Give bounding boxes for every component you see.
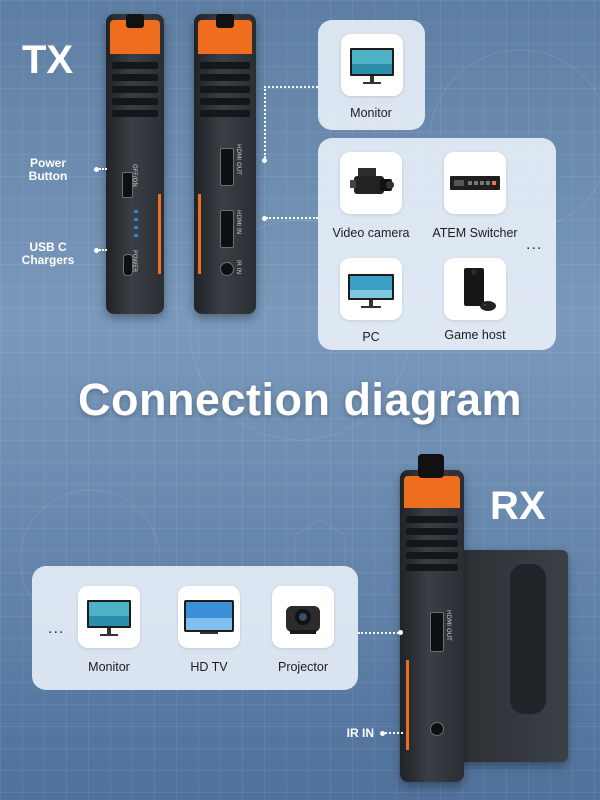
tx-output-monitor-label: Monitor bbox=[350, 106, 392, 120]
rx-stand-slot bbox=[510, 564, 546, 714]
tx-sources-more: ... bbox=[526, 236, 543, 253]
hdmi-out-marking: HDMI OUT bbox=[235, 144, 242, 175]
rx-antenna-cap bbox=[404, 476, 460, 508]
projector-label: Projector bbox=[277, 660, 329, 674]
rx-outputs-panel: ... Monitor HD TV Projector bbox=[32, 566, 358, 690]
diagram-title: Connection diagram bbox=[77, 374, 523, 425]
power-button[interactable] bbox=[122, 172, 133, 198]
hd-tv-tile bbox=[178, 586, 240, 648]
projector-tile bbox=[272, 586, 334, 648]
power-marking: POWER bbox=[131, 250, 138, 273]
usb-c-port[interactable] bbox=[123, 254, 133, 276]
rx-stand bbox=[456, 550, 568, 762]
tx-output-panel: Monitor bbox=[318, 20, 425, 130]
game-console-icon bbox=[464, 268, 496, 311]
usb-c-label: USB C Chargers bbox=[21, 240, 75, 267]
tx-sources-panel: Video camera ATEM Switcher ... PC bbox=[318, 138, 556, 350]
tx-device-right: HDMI OUT HDMI IN IR IN bbox=[194, 14, 256, 314]
atem-switcher-label: ATEM Switcher bbox=[432, 226, 518, 240]
hdmi-out-port[interactable] bbox=[220, 148, 234, 186]
pc-monitor-icon bbox=[348, 274, 394, 308]
hdmi-in-port[interactable] bbox=[220, 210, 234, 248]
rx-label: RX bbox=[490, 484, 546, 528]
antenna bbox=[216, 14, 234, 28]
hd-tv-icon bbox=[184, 600, 234, 634]
power-button-label: Power Button bbox=[28, 156, 68, 183]
atem-switcher-icon bbox=[450, 176, 500, 190]
rx-hdmi-out-port[interactable] bbox=[430, 612, 444, 652]
video-camera-icon bbox=[350, 168, 394, 194]
rx-device: HDMI OUT bbox=[400, 470, 464, 782]
hd-tv-label: HD TV bbox=[190, 660, 228, 674]
game-host-tile bbox=[444, 258, 506, 320]
ir-in-marking: IR IN bbox=[235, 260, 242, 275]
tx-device-left: OFF/ON POWER bbox=[106, 14, 164, 314]
pc-tile bbox=[340, 258, 402, 320]
tx-label: TX bbox=[22, 38, 74, 82]
rx-monitor-tile bbox=[78, 586, 140, 648]
monitor-icon bbox=[350, 48, 394, 84]
rx-antenna bbox=[418, 454, 444, 478]
rx-ir-in-port[interactable] bbox=[430, 722, 444, 736]
on-off-marking: OFF/ON bbox=[131, 164, 138, 187]
rx-monitor-label: Monitor bbox=[88, 660, 130, 674]
hdmi-in-marking: HDMI IN bbox=[235, 210, 242, 235]
atem-switcher-tile bbox=[444, 152, 506, 214]
antenna bbox=[126, 14, 144, 28]
game-host-label: Game host bbox=[444, 328, 506, 342]
monitor-icon bbox=[87, 600, 131, 636]
rx-hdmi-out-marking: HDMI OUT bbox=[445, 610, 452, 641]
rx-outputs-more: ... bbox=[48, 620, 65, 637]
video-camera-tile bbox=[340, 152, 402, 214]
ir-in-port[interactable] bbox=[220, 262, 234, 276]
pc-label: PC bbox=[362, 330, 380, 344]
rx-ir-in-label: IR IN bbox=[346, 726, 374, 740]
tx-output-monitor-tile bbox=[341, 34, 403, 96]
projector-icon bbox=[286, 606, 320, 634]
video-camera-label: Video camera bbox=[332, 226, 410, 240]
